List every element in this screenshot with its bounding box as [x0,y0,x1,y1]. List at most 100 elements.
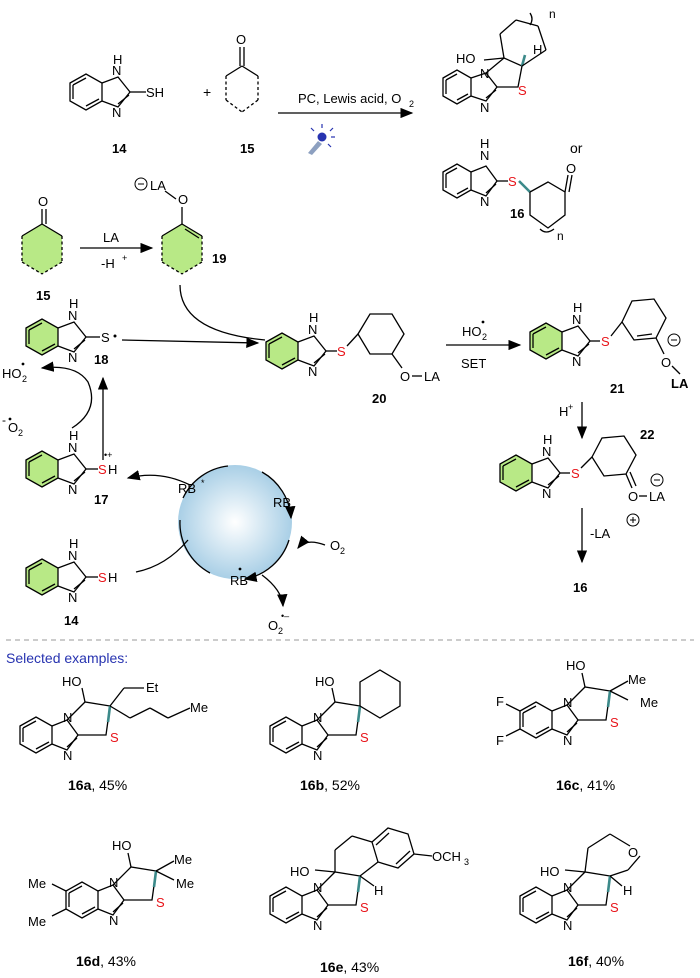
arrow-18-to-20 [121,337,260,348]
atom-n: N [563,918,572,933]
compound-21: N H N S O LA 21 [529,298,689,396]
atom-och3-sub: 3 [464,857,469,867]
atom-h: H [533,42,542,57]
atom-me: Me [628,672,646,687]
atom-n: N [313,880,322,895]
atom-s: S [156,895,165,910]
example-16f-structure: HO O H N N S [519,833,641,933]
minus-h-label: -H [101,256,115,271]
atom-n: N [308,322,317,337]
plus-sup: + [568,402,573,412]
atom-s: S [610,900,619,915]
atom-et: Et [146,680,159,695]
atom-n: N [68,590,77,605]
atom-s: S [101,330,110,345]
atom-n-index: n [549,7,556,21]
conditions-sub: 2 [409,99,414,109]
atom-h: H [69,428,78,443]
atom-n: N [308,364,317,379]
rb-label: RB [273,495,291,510]
label-16: 16 [510,206,524,221]
reaction-arrow-top: PC, Lewis acid, O 2 [278,91,414,155]
compound-14-top: N H N SH 14 [69,52,164,156]
example-16d-caption: 16d, 43% [76,953,136,969]
ho2-sub: 2 [22,374,27,384]
label-21: 21 [610,381,624,396]
ho2-sub: 2 [482,332,487,342]
atom-n: N [572,312,581,327]
atom-n: N [542,444,551,459]
atom-me: Me [28,876,46,891]
atom-n: N [63,748,72,763]
minus-sup: - [2,413,6,427]
atom-o: O [566,161,576,176]
atom-n: N [480,100,489,115]
atom-s: S [518,83,527,98]
atom-n: N [68,548,77,563]
plus-sign: + [203,84,211,100]
atom-s: S [360,730,369,745]
product-tricyclic-top: HO N N S H n [442,7,556,115]
example-16a-structure: HO Et Me N N S [19,674,208,763]
atom-n: N [480,66,489,81]
atom-sh: SH [146,85,164,100]
example-id: 16f [568,953,589,969]
radical-anion-sup: •– [281,611,289,621]
compound-14-bottom: N H N S H 14 [25,536,117,628]
atom-n: N [109,875,118,890]
atom-h: H [108,570,117,585]
atom-ho: HO [290,864,310,879]
atom-n: N [68,440,77,455]
atom-me: Me [28,914,46,929]
atom-h: H [623,883,632,898]
atom-h: H [113,52,122,67]
atom-och3: OCH [432,849,461,864]
atom-n: N [313,748,322,763]
example-yield: , 43% [343,959,379,975]
compound-18: N H N S 18 [25,296,117,367]
label-19: 19 [212,251,226,266]
example-id: 16c [556,777,580,793]
atom-f: F [496,733,504,748]
atom-o: O [38,194,48,209]
minus-la-label: -LA [590,526,611,541]
atom-n-index: n [557,229,564,243]
label-15: 15 [240,141,254,156]
atom-h: H [374,883,383,898]
atom-f: F [496,694,504,709]
la-label: LA [103,230,119,245]
atom-o: O [178,192,188,207]
atom-n: N [563,880,572,895]
atom-me: Me [640,695,658,710]
atom-ho: HO [112,838,132,853]
example-16b-caption: 16b, 52% [300,777,360,793]
compound-15-mid: O 15 [21,194,63,303]
star-sup: * [201,478,205,488]
la-label: LA [150,178,166,193]
atom-h: H [480,136,489,151]
example-16e-caption: 16e, 43% [320,959,379,975]
atom-n: N [563,695,572,710]
atom-h: H [573,300,582,315]
example-16c-caption: 16c, 41% [556,777,615,793]
atom-n: N [109,913,118,928]
atom-n: N [68,482,77,497]
plus-sup: + [122,253,127,263]
radical-cation-sup: •+ [104,450,112,460]
curved-arrow-19 [179,284,266,341]
compound-20: N H N S O LA 20 [265,310,440,406]
conditions-text: PC, Lewis acid, O [298,91,401,106]
atom-h: H [69,296,78,311]
atom-n: N [563,733,572,748]
selected-examples-heading: Selected examples: [6,650,128,666]
photocatalytic-cycle: RB * RB RB O 2 O 2 •– [126,465,345,636]
example-yield: , 45% [91,777,127,793]
label-20: 20 [372,391,386,406]
atom-s: S [508,174,517,189]
example-id: 16b [300,777,324,793]
example-yield: , 40% [588,953,624,969]
label-17: 17 [94,492,108,507]
ho2-cycle: HO 2 O 2 - [2,361,109,460]
or-label: or [570,140,583,156]
